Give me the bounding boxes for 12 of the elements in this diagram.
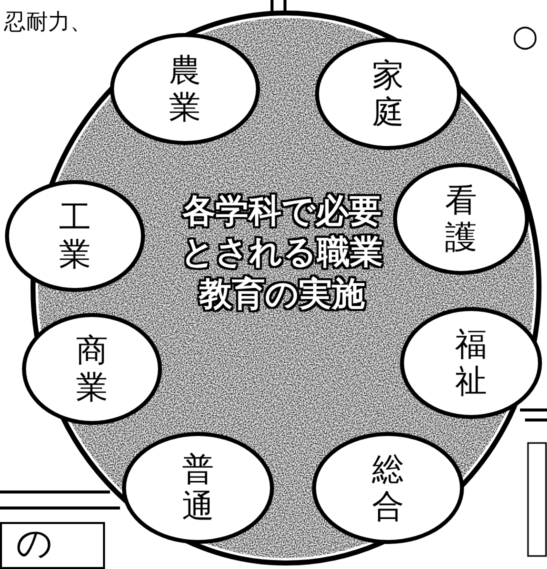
text-box: [0, 522, 105, 569]
subject-label: 商業: [76, 332, 108, 406]
subject-label: 家庭: [372, 57, 404, 131]
subject-label: 農業: [169, 52, 201, 126]
bullet-text: ○: [512, 22, 538, 52]
subject-label: 総合: [372, 451, 404, 525]
subject-label: 看護: [445, 182, 477, 256]
subject-label: 福祉: [455, 326, 487, 400]
box-text: の: [16, 524, 53, 564]
body-text: 忍耐力、: [4, 12, 92, 34]
subject-label: 普通: [182, 451, 214, 525]
subject-label: 工業: [59, 199, 91, 273]
